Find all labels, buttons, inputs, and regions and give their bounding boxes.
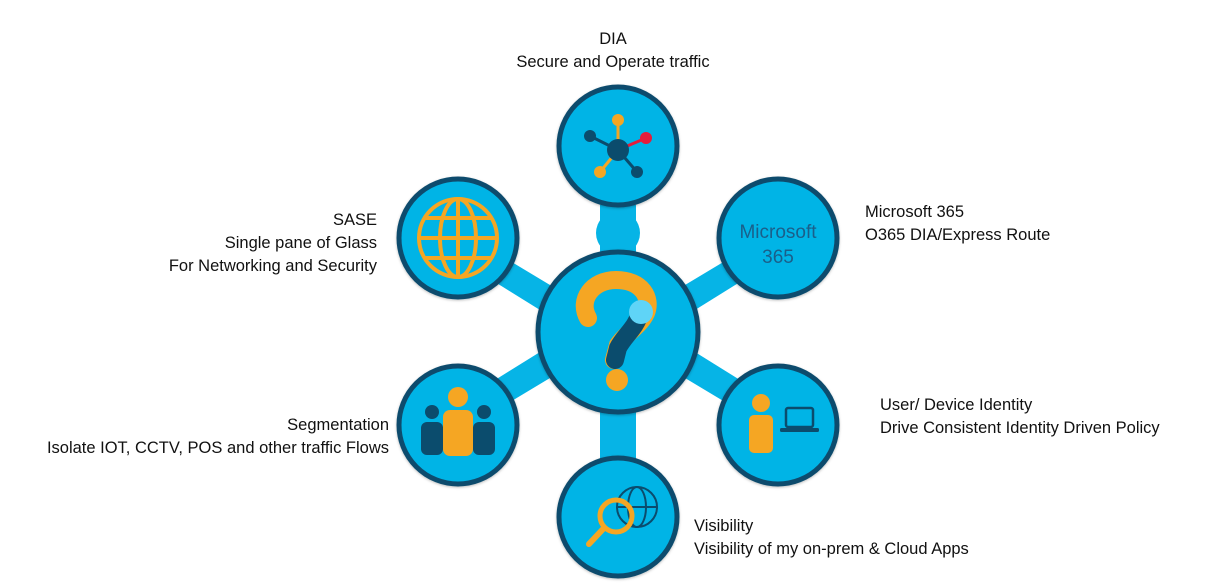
question-mark-icon [575, 270, 657, 391]
microsoft-subtitle: O365 DIA/Express Route [865, 226, 1051, 244]
microsoft-title: Microsoft 365 [865, 203, 965, 221]
dia-node [556, 84, 680, 208]
magnifier-globe-icon [586, 486, 658, 547]
visibility-node [556, 455, 680, 579]
sase-line3: For Networking and Security [168, 257, 377, 275]
sase-line2: Single pane of Glass [224, 234, 377, 252]
svg-text:Microsoft: Microsoft [739, 222, 817, 243]
sase-title: SASE [332, 211, 377, 229]
center-hub [535, 249, 701, 415]
identity-subtitle: Drive Consistent Identity Driven Policy [880, 419, 1160, 437]
microsoft-node: Microsoft 365 [716, 176, 840, 300]
sase-label: SASE Single pane of Glass For Networking… [100, 209, 377, 278]
identity-node [716, 363, 840, 487]
identity-title: User/ Device Identity [880, 396, 1033, 414]
user-laptop-icon [749, 394, 819, 453]
visibility-title: Visibility [694, 517, 754, 535]
dia-subtitle: Secure and Operate traffic [516, 53, 710, 71]
globe-icon [417, 197, 499, 279]
svg-text:365: 365 [762, 247, 794, 268]
segmentation-subtitle: Isolate IOT, CCTV, POS and other traffic… [46, 439, 389, 457]
visibility-subtitle: Visibility of my on-prem & Cloud Apps [694, 540, 969, 558]
network-hub-icon [584, 114, 652, 178]
microsoft-label: Microsoft 365 O365 DIA/Express Route [865, 201, 1145, 247]
connector-notches [509, 229, 727, 454]
sase-node [396, 176, 520, 300]
people-group-icon [421, 387, 495, 456]
segmentation-title: Segmentation [287, 416, 389, 434]
segmentation-label: Segmentation Isolate IOT, CCTV, POS and … [4, 414, 389, 460]
visibility-label: Visibility Visibility of my on-prem & Cl… [694, 515, 1014, 561]
dia-title: DIA [599, 30, 627, 48]
identity-label: User/ Device Identity Drive Consistent I… [880, 394, 1200, 440]
microsoft-365-logo: Microsoft 365 [739, 222, 817, 268]
dia-label: DIA Secure and Operate traffic [480, 28, 746, 74]
connectors [495, 205, 740, 470]
segmentation-node [396, 363, 520, 487]
